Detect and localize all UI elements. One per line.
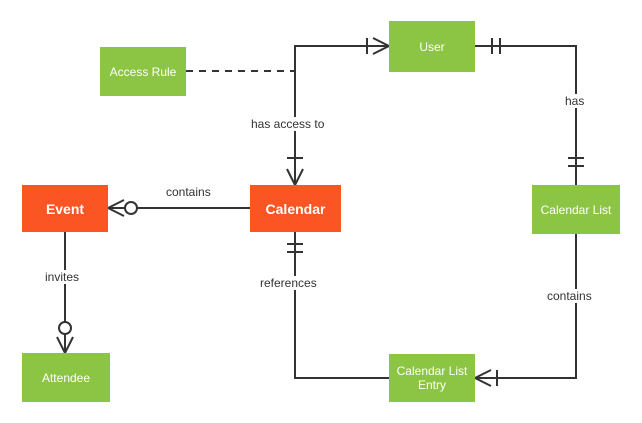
edge-label-invites: invites <box>42 270 83 284</box>
connector-has <box>475 38 584 185</box>
edge-label-contains-list-entry: contains <box>544 289 595 303</box>
entity-user-label: User <box>419 39 445 54</box>
edge-label-has-access-to: has access to <box>248 117 328 131</box>
entity-calendar[interactable]: Calendar <box>250 185 341 232</box>
entity-attendee[interactable]: Attendee <box>22 353 110 402</box>
entity-event-label: Event <box>45 200 85 217</box>
edge-label-references: references <box>257 276 320 290</box>
connector-contains-list-entry <box>474 234 577 387</box>
entity-event[interactable]: Event <box>22 185 108 232</box>
edge-label-has: has <box>562 94 588 108</box>
entity-calendar-list-entry-label: Calendar List Entry <box>396 364 468 392</box>
connector-has-access-to <box>286 37 390 186</box>
entity-calendar-list[interactable]: Calendar List <box>532 185 620 234</box>
entity-access-rule[interactable]: Access Rule <box>100 47 186 96</box>
entity-user[interactable]: User <box>389 21 475 72</box>
entity-calendar-label: Calendar <box>265 200 326 217</box>
entity-access-rule-label: Access Rule <box>109 64 177 79</box>
entity-calendar-list-entry[interactable]: Calendar List Entry <box>389 354 475 402</box>
entity-calendar-list-label: Calendar List <box>540 202 612 217</box>
edge-label-contains-event-calendar: contains <box>163 185 214 199</box>
entity-attendee-label: Attendee <box>41 370 91 385</box>
connector-references <box>287 232 389 379</box>
connector-contains-event-calendar <box>107 199 250 217</box>
connector-invites <box>56 232 74 354</box>
